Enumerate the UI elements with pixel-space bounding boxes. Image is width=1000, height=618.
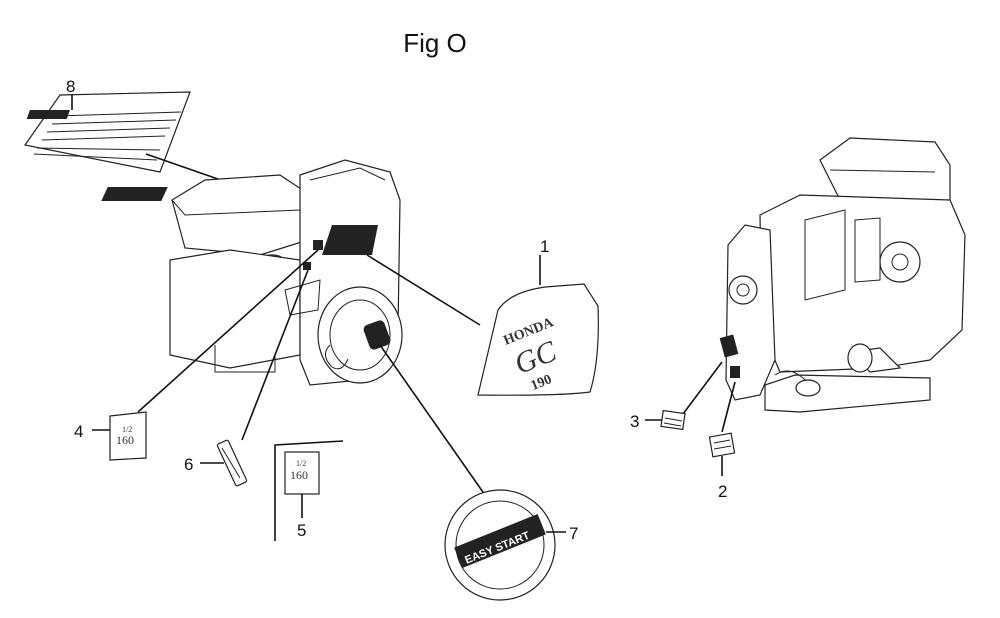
part-5-level-label: 1/2 160 xyxy=(274,440,344,541)
part-5-small-text: 1/2 xyxy=(296,459,306,468)
part-7-easy-start-badge: EASY START xyxy=(444,489,556,601)
part-1-model-emblem: HONDA GC 190 xyxy=(477,283,599,396)
emblem-size-text: 190 xyxy=(529,372,554,394)
callout-6: 6 xyxy=(184,455,193,474)
leader-2 xyxy=(721,381,736,433)
callout-3: 3 xyxy=(630,412,639,431)
part-4-small-text: 1/2 xyxy=(122,425,132,434)
part-4-value-text: 160 xyxy=(116,433,134,447)
part-2-small-label xyxy=(708,432,736,458)
leader-3 xyxy=(682,361,723,415)
figure-title: Fig O xyxy=(403,28,467,58)
leader-4 xyxy=(137,249,319,413)
callout-2: 2 xyxy=(718,482,727,501)
part-3-small-label xyxy=(660,409,686,431)
leader-1 xyxy=(366,254,481,326)
callout-4: 4 xyxy=(74,422,83,441)
leader-7 xyxy=(379,344,493,506)
part-6-strip-label xyxy=(216,439,248,487)
callout-1: 1 xyxy=(540,237,549,256)
callout-5: 5 xyxy=(297,521,306,540)
engine-front-view xyxy=(101,159,403,386)
part-8-label-sheet xyxy=(23,91,191,173)
callout-8: 8 xyxy=(66,77,75,96)
engine-rear-view xyxy=(719,137,966,413)
callout-7: 7 xyxy=(569,524,578,543)
part-4-level-label: 1/2 160 xyxy=(109,411,147,461)
part-5-value-text: 160 xyxy=(290,468,308,482)
leader-6 xyxy=(241,269,309,441)
